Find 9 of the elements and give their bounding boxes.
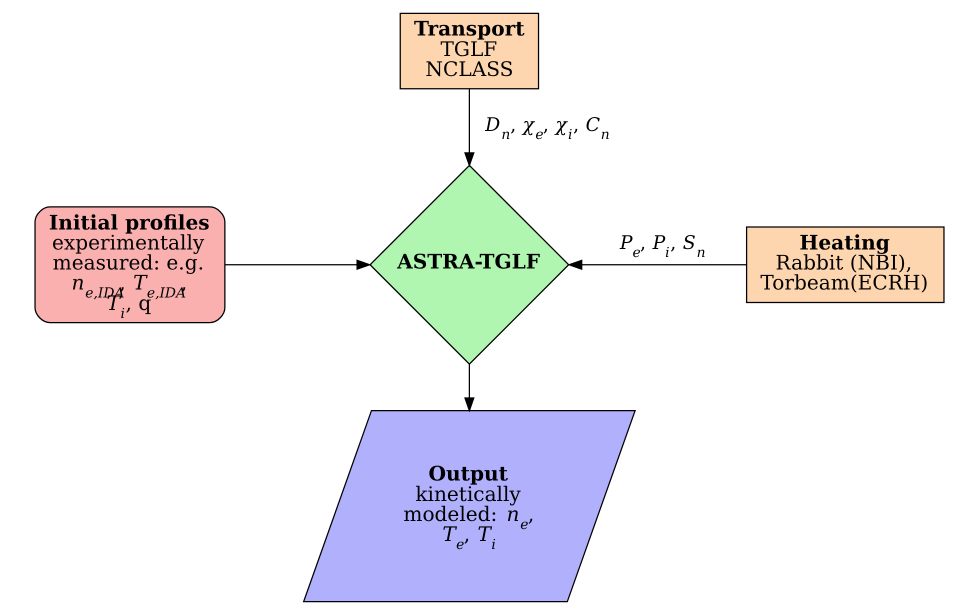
node-diamond: ASTRA-TGLF [369,164,570,365]
edge-label: P$_{e}$, P$_{i}$, S$_{n}$ [620,233,706,262]
node-box: Transport TGLF NCLASS [400,12,540,90]
arrow [225,259,372,270]
edge-label: D$_{n}$, χ$_{e}$, χ$_{i}$, C$_{n}$ [485,114,610,143]
arrow [464,364,475,412]
arrow [567,259,746,270]
arrow [464,89,475,168]
node-box: Heating Rabbit (NBI), Torbeam(ECRH) [746,226,945,304]
